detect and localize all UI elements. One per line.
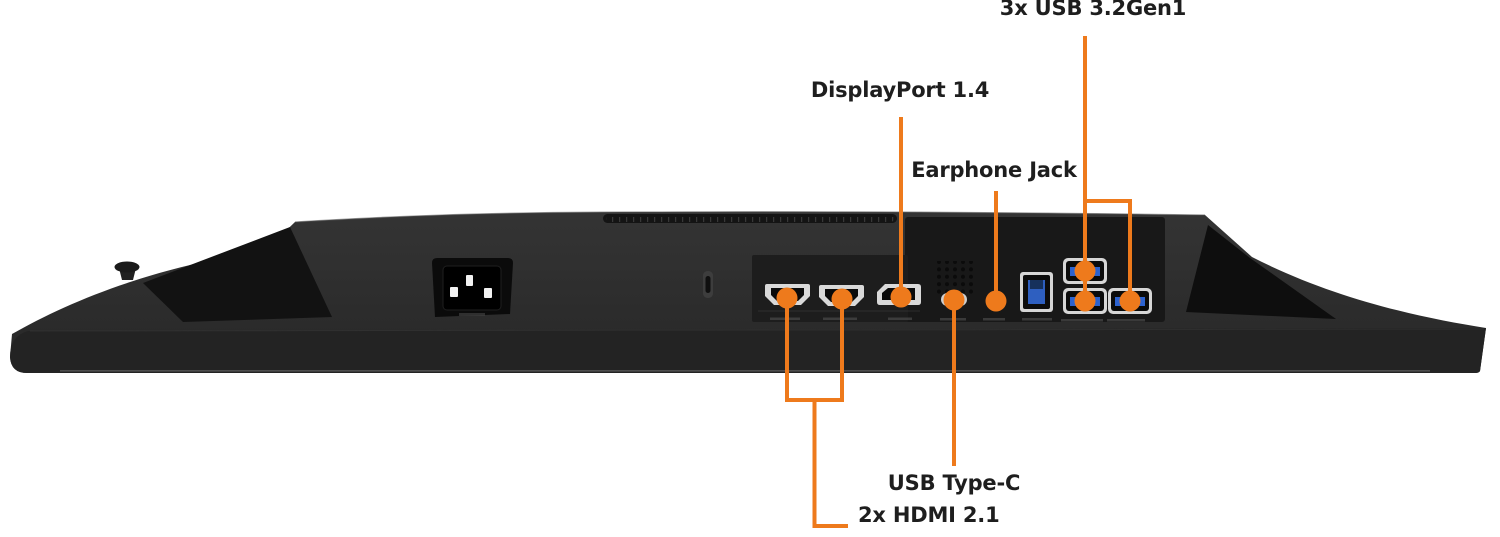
callout-dot-earphone xyxy=(985,290,1007,312)
callout-line-usb-branch xyxy=(1085,199,1132,301)
power-inlet-marks xyxy=(459,313,485,316)
right-recess xyxy=(1186,225,1336,319)
left-recess xyxy=(143,227,332,322)
top-edge-highlight xyxy=(294,211,1206,223)
control-knob xyxy=(114,261,140,280)
bottom-band xyxy=(10,328,1486,373)
speaker-grille xyxy=(933,261,974,295)
kensington-lock-slot xyxy=(703,271,713,298)
label-usb: 3x USB 3.2Gen1 xyxy=(999,0,1187,20)
callout-dot-hdmi-1 xyxy=(776,287,798,309)
usb-b-port xyxy=(1020,272,1053,312)
callout-dot-usb-a-3 xyxy=(1119,290,1141,312)
callout-line-hdmi-stem xyxy=(812,400,848,528)
label-hdmi: 2x HDMI 2.1 xyxy=(858,503,1000,527)
label-usb-c: USB Type-C xyxy=(887,471,1021,495)
vent-grille xyxy=(603,214,897,223)
callout-dot-usb-a-1 xyxy=(1074,260,1096,282)
label-earphone: Earphone Jack xyxy=(911,158,1077,182)
label-displayport: DisplayPort 1.4 xyxy=(810,78,990,102)
callout-dot-displayport xyxy=(890,286,912,308)
callout-dot-usb-a-2 xyxy=(1074,290,1096,312)
callout-dot-hdmi-2 xyxy=(831,288,853,310)
power-inlet xyxy=(432,258,513,317)
band-seam xyxy=(29,328,1485,332)
callout-dot-usb-c xyxy=(943,289,965,311)
